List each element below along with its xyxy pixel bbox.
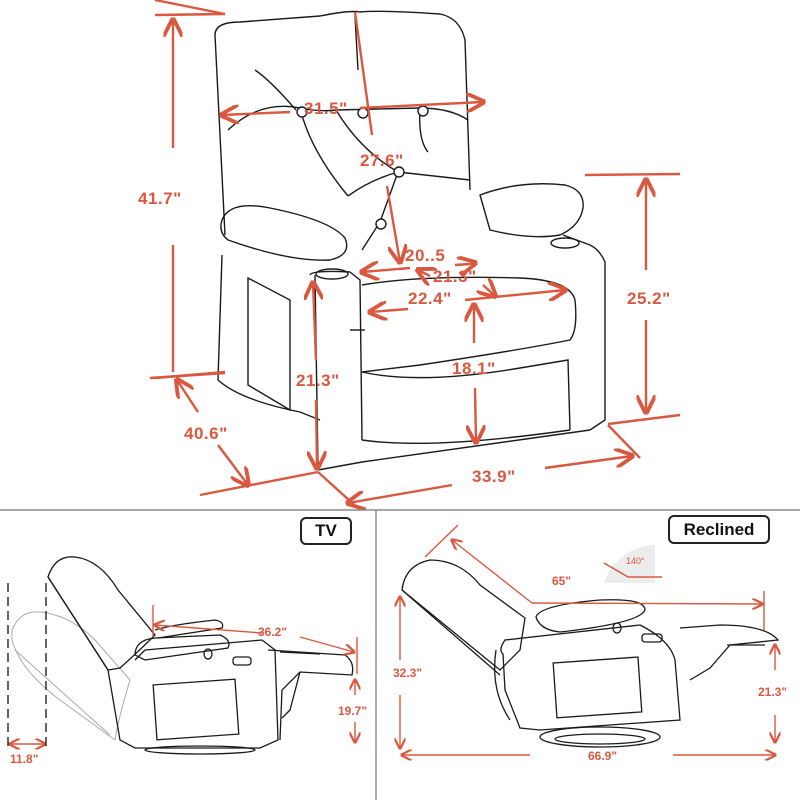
- tv-footrest-height-label: 19.7": [338, 704, 368, 718]
- tv-tag: TV: [300, 517, 352, 545]
- recline-angle-label: 140°: [626, 556, 645, 566]
- reclined-length-label: 65": [552, 574, 572, 588]
- depth-label: 40.6": [184, 424, 228, 443]
- tv-view-ghost-outline: [11, 611, 131, 741]
- seat-depth-label: 20..5: [405, 246, 446, 265]
- seat-width-inner-label: 21.3": [433, 267, 477, 286]
- reclined-tag: Reclined: [668, 515, 770, 544]
- back-width-label: 31.5": [304, 99, 348, 118]
- tv-dimension-lines: [10, 605, 357, 744]
- tv-wall-dashed-lines: [7, 583, 47, 748]
- tv-length-label: 36.2": [258, 625, 288, 639]
- reclined-dimension-lines: [400, 524, 775, 755]
- tv-wall-clearance-label: 11.8": [10, 752, 39, 766]
- total-height-label: 41.7": [138, 189, 182, 208]
- arm-to-floor-label: 25.2": [627, 289, 671, 308]
- reclined-footrest-height-label: 21.3": [758, 685, 788, 699]
- seat-height-label: 18.1": [452, 359, 496, 378]
- arm-height-label: 21.3": [296, 371, 340, 390]
- back-height-label: 27.6": [360, 151, 404, 170]
- reclined-angle-indicator: [603, 545, 662, 583]
- width-label: 33.9": [472, 467, 516, 486]
- reclined-view-recliner-outline: [401, 559, 780, 748]
- seat-width-label: 22.4": [408, 289, 452, 308]
- front-dimension-lines: [149, 0, 681, 510]
- reclined-height-label: 32.3": [393, 666, 423, 680]
- front-recliner-outline: [214, 10, 606, 471]
- reclined-total-length-label: 66.9": [588, 749, 618, 763]
